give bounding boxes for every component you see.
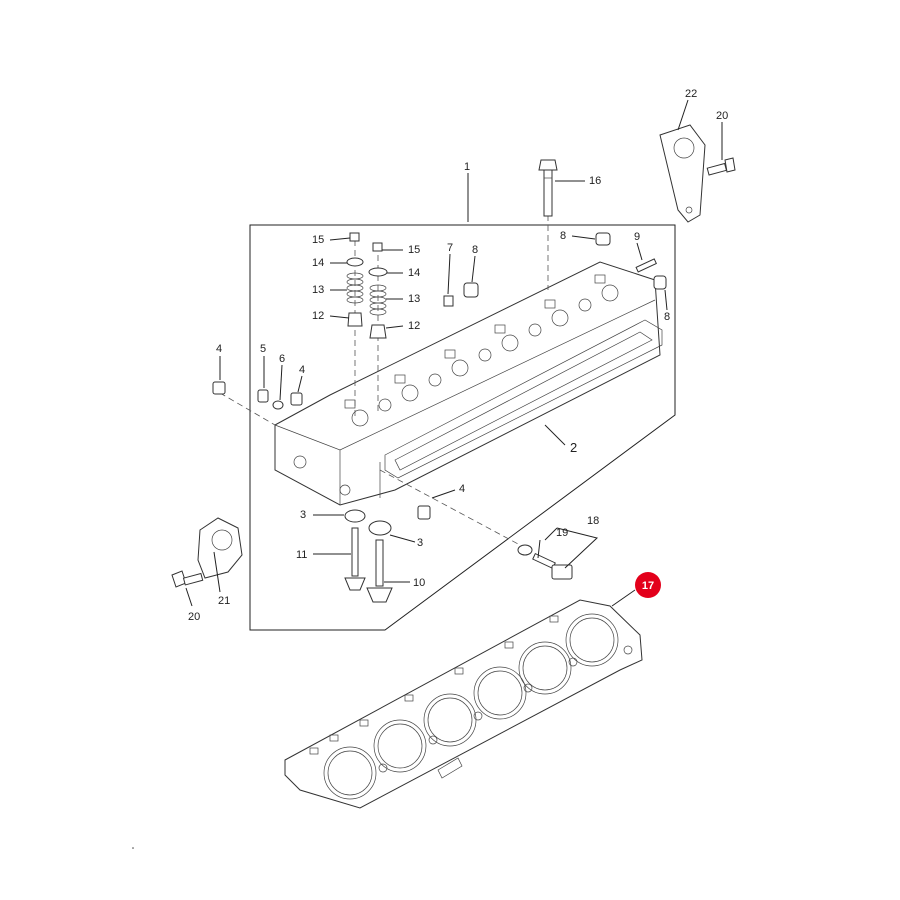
gasket-item-2 [384, 319, 663, 479]
label-4-lower: 4 [459, 483, 465, 495]
label-8-c: 8 [664, 311, 670, 323]
label-4-mid: 4 [299, 364, 305, 376]
label-6: 6 [279, 353, 285, 365]
leader-lines [185, 99, 723, 607]
label-14-left: 14 [312, 257, 324, 269]
plug-item-4-lower [417, 505, 431, 520]
label-4-left: 4 [216, 343, 222, 355]
seal-item-3-a [344, 509, 366, 523]
label-13-right: 13 [408, 293, 420, 305]
callout-17[interactable]: 17 [635, 572, 661, 598]
seal-item-3-b [368, 520, 392, 536]
label-22: 22 [685, 88, 697, 100]
plug-item-7 [443, 295, 454, 307]
label-20-upper: 20 [716, 110, 728, 122]
label-12-left: 12 [312, 310, 324, 322]
seal-item-6 [272, 400, 284, 410]
label-14-right: 14 [408, 267, 420, 279]
cylinder-head [274, 261, 661, 506]
cap-item-8-b [595, 232, 611, 246]
label-3-right: 3 [417, 537, 423, 549]
label-15-left: 15 [312, 234, 324, 246]
label-16: 16 [589, 175, 601, 187]
lifting-bracket-item-21 [197, 517, 243, 579]
label-19: 19 [556, 527, 568, 539]
assembly-frame [249, 224, 676, 631]
plug-item-5 [257, 389, 269, 403]
label-15-right: 15 [408, 244, 420, 256]
bolt-item-20-lower [171, 570, 204, 588]
label-1: 1 [464, 161, 470, 173]
head-gasket-item-17 [284, 599, 643, 809]
label-10: 10 [413, 577, 425, 589]
valve-train-left [346, 232, 364, 327]
bolt-item-20-upper [706, 157, 736, 176]
valve-train-right [368, 242, 388, 339]
label-8-b: 8 [560, 230, 566, 242]
label-18: 18 [587, 515, 599, 527]
label-21: 21 [218, 595, 230, 607]
pin-item-9 [635, 258, 657, 273]
label-11: 11 [296, 549, 307, 561]
label-20-lower: 20 [188, 611, 200, 623]
lifting-bracket-item-22 [659, 124, 706, 223]
label-13-left: 13 [312, 284, 324, 296]
label-9: 9 [634, 231, 640, 243]
label-2: 2 [570, 440, 577, 455]
valve-item-10 [366, 539, 393, 603]
label-3-left: 3 [300, 509, 306, 521]
valve-item-11 [344, 527, 366, 591]
plug-item-4-left [212, 381, 226, 395]
label-7: 7 [447, 242, 453, 254]
seal-item-19 [517, 544, 533, 556]
bolt-item-16 [538, 159, 558, 217]
plug-item-4-mid [290, 392, 303, 406]
label-5: 5 [260, 343, 266, 355]
label-12-right: 12 [408, 320, 420, 332]
cap-item-8-a [463, 282, 479, 298]
cap-item-8-c [653, 275, 667, 290]
label-17: 17 [642, 580, 654, 592]
label-8-a: 8 [472, 244, 478, 256]
